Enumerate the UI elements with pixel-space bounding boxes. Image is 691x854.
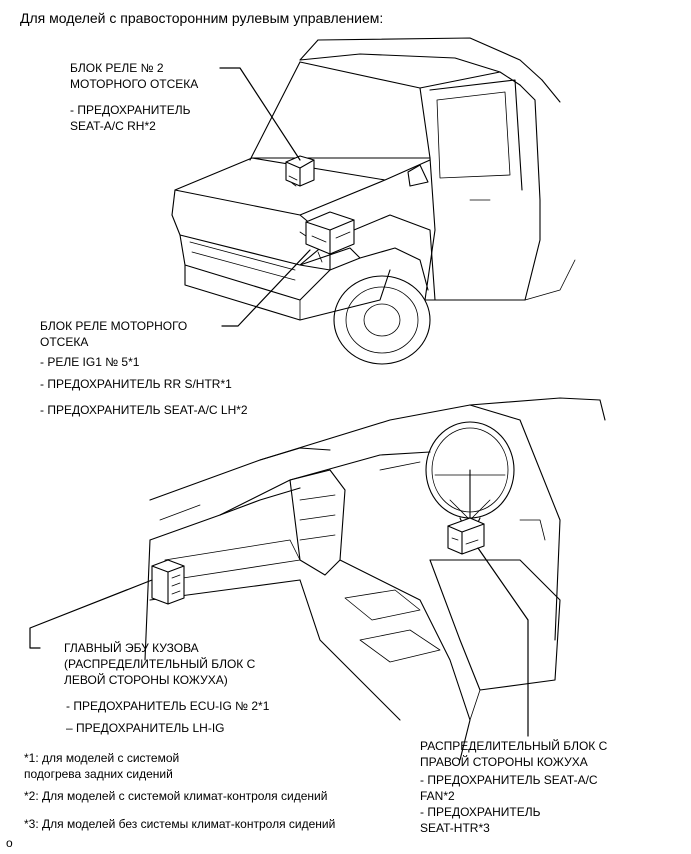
footnote-2: *2: Для моделей с системой климат-контро… <box>24 789 328 803</box>
right-junction-block-item1-line1: - ПРЕДОХРАНИТЕЛЬ SEAT-A/C <box>420 773 598 787</box>
main-body-ecu-item1: - ПРЕДОХРАНИТЕЛЬ ECU-IG № 2*1 <box>66 699 270 713</box>
engine-relay-block-icon <box>299 211 355 263</box>
corner-mark: o <box>6 836 13 850</box>
leader-engine-relay-block-2 <box>219 67 301 161</box>
leader-main-body-ecu <box>29 579 153 649</box>
engine-relay-block-2-icon <box>285 155 315 187</box>
engine-relay-block-title-line2: ОТСЕКА <box>40 335 89 349</box>
engine-relay-block-2-item1-line2: SEAT-A/C RH*2 <box>70 119 156 133</box>
footnote-1-line1: *1: для моделей с системой <box>24 751 180 765</box>
main-body-ecu-title-line3: ЛЕВОЙ СТОРОНЫ КОЖУХА) <box>64 673 228 687</box>
footnote-3: *3: Для моделей без системы климат-контр… <box>24 817 336 831</box>
engine-relay-block-2-title-line2: МОТОРНОГО ОТСЕКА <box>70 77 199 91</box>
engine-relay-block-2-item1-line1: - ПРЕДОХРАНИТЕЛЬ <box>70 103 191 117</box>
right-junction-block-icon <box>447 517 485 555</box>
right-junction-block-title-line1: РАСПРЕДЕЛИТЕЛЬНЫЙ БЛОК С <box>420 739 608 753</box>
vehicle-illustration <box>171 37 576 365</box>
right-junction-block-item2-line2: SEAT-HTR*3 <box>420 821 490 835</box>
footnote-1-line2: подогрева задних сидений <box>24 767 173 781</box>
leader-engine-relay-block <box>221 249 311 327</box>
engine-relay-block-item2: - ПРЕДОХРАНИТЕЛЬ RR S/HTR*1 <box>40 377 232 391</box>
leader-right-junction-block <box>477 547 529 737</box>
right-junction-block-title-line2: ПРАВОЙ СТОРОНЫ КОЖУХА <box>420 755 588 769</box>
main-body-ecu-title-line2: (РАСПРЕДЕЛИТЕЛЬНЫЙ БЛОК С <box>64 657 256 671</box>
main-body-ecu-icon <box>151 559 185 605</box>
engine-relay-block-2-title-line1: БЛОК РЕЛЕ № 2 <box>70 61 164 75</box>
main-body-ecu-item2: – ПРЕДОХРАНИТЕЛЬ LH-IG <box>66 721 225 735</box>
right-junction-block-item1-line2: FAN*2 <box>420 789 455 803</box>
main-body-ecu-title-line1: ГЛАВНЫЙ ЭБУ КУЗОВА <box>64 641 199 655</box>
engine-relay-block-item1: - РЕЛЕ IG1 № 5*1 <box>40 355 140 369</box>
page-title: Для моделей с правосторонним рулевым упр… <box>20 10 384 26</box>
engine-relay-block-item3: - ПРЕДОХРАНИТЕЛЬ SEAT-A/C LH*2 <box>40 403 248 417</box>
right-junction-block-item2-line1: - ПРЕДОХРАНИТЕЛЬ <box>420 805 541 819</box>
engine-relay-block-title-line1: БЛОК РЕЛЕ МОТОРНОГО <box>40 319 188 333</box>
